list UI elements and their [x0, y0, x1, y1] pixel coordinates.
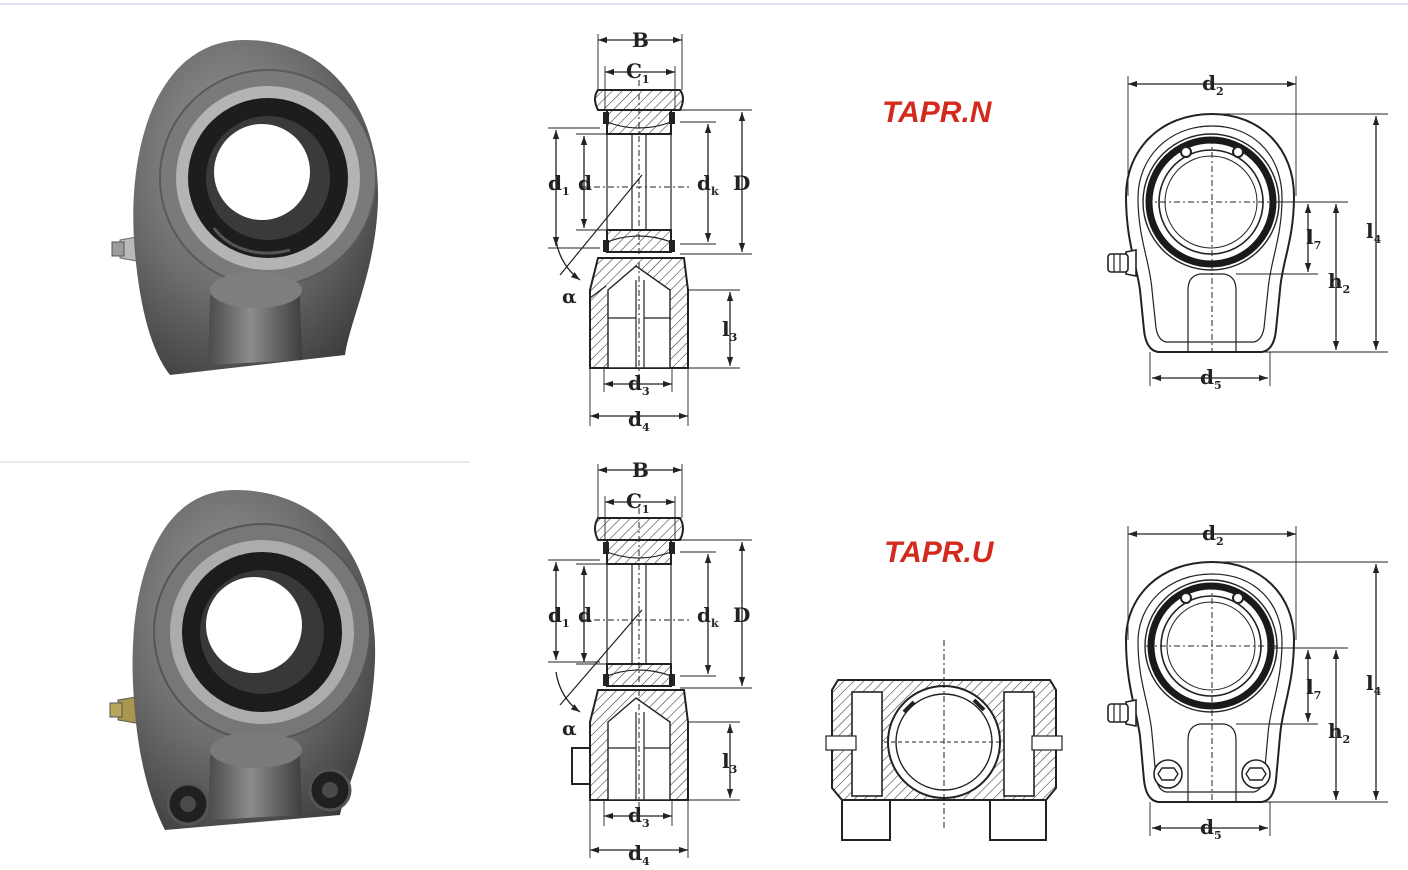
- dim-h2: h2: [1328, 269, 1350, 296]
- dim-D: D: [733, 171, 750, 195]
- title-tapr-u: TAPR.U: [884, 536, 995, 569]
- dim-d2: d2: [1202, 71, 1224, 98]
- dim-d4: d4: [628, 407, 650, 434]
- dim-d4-bottom: d4: [628, 841, 650, 868]
- title-tapr-n: TAPR.N: [882, 96, 993, 129]
- dim-d5: d5: [1200, 365, 1222, 392]
- product-photo-tapr-u: [109, 490, 376, 830]
- product-photo-tapr-n: [111, 40, 379, 375]
- dim-C1-bottom: C1: [626, 489, 650, 516]
- dim-d-bottom: d: [578, 603, 592, 627]
- front-view-top: d2 l4 h2 l7 d5: [1107, 71, 1388, 392]
- dim-l7-bottom: l7: [1306, 675, 1321, 702]
- section-view-top: B C1 d1 d dk D α l3 d3 d4: [548, 28, 752, 434]
- dim-D-bottom: D: [733, 603, 750, 627]
- dim-d: d: [578, 171, 592, 195]
- dim-d1-bottom: d1: [548, 603, 570, 630]
- dim-l3: l3: [722, 317, 737, 344]
- dim-dk: dk: [697, 171, 719, 198]
- section-view-bottom: B C1 d1 d dk D α l3 d3 d4: [548, 458, 752, 868]
- dim-alpha: α: [562, 286, 577, 308]
- dim-h2-bottom: h2: [1328, 719, 1350, 746]
- dim-d1: d1: [548, 171, 570, 198]
- front-view-bottom: d2 l4 h2 l7 d5: [1107, 521, 1388, 842]
- dim-alpha-bottom: α: [562, 718, 577, 740]
- dim-l7: l7: [1306, 225, 1321, 252]
- dim-d5-bottom: d5: [1200, 815, 1222, 842]
- dim-B: B: [632, 28, 649, 52]
- dim-d3: d3: [628, 371, 650, 398]
- dim-d2-bottom: d2: [1202, 521, 1224, 548]
- dim-d3-bottom: d3: [628, 803, 650, 830]
- clamp-section-view: [825, 640, 1063, 841]
- dim-l4: l4: [1366, 219, 1382, 246]
- dim-C1: C1: [626, 59, 650, 86]
- dim-B-bottom: B: [632, 458, 649, 482]
- dim-dk-bottom: dk: [697, 603, 719, 630]
- dim-l3-bottom: l3: [722, 749, 737, 776]
- dim-l4-bottom: l4: [1366, 671, 1382, 698]
